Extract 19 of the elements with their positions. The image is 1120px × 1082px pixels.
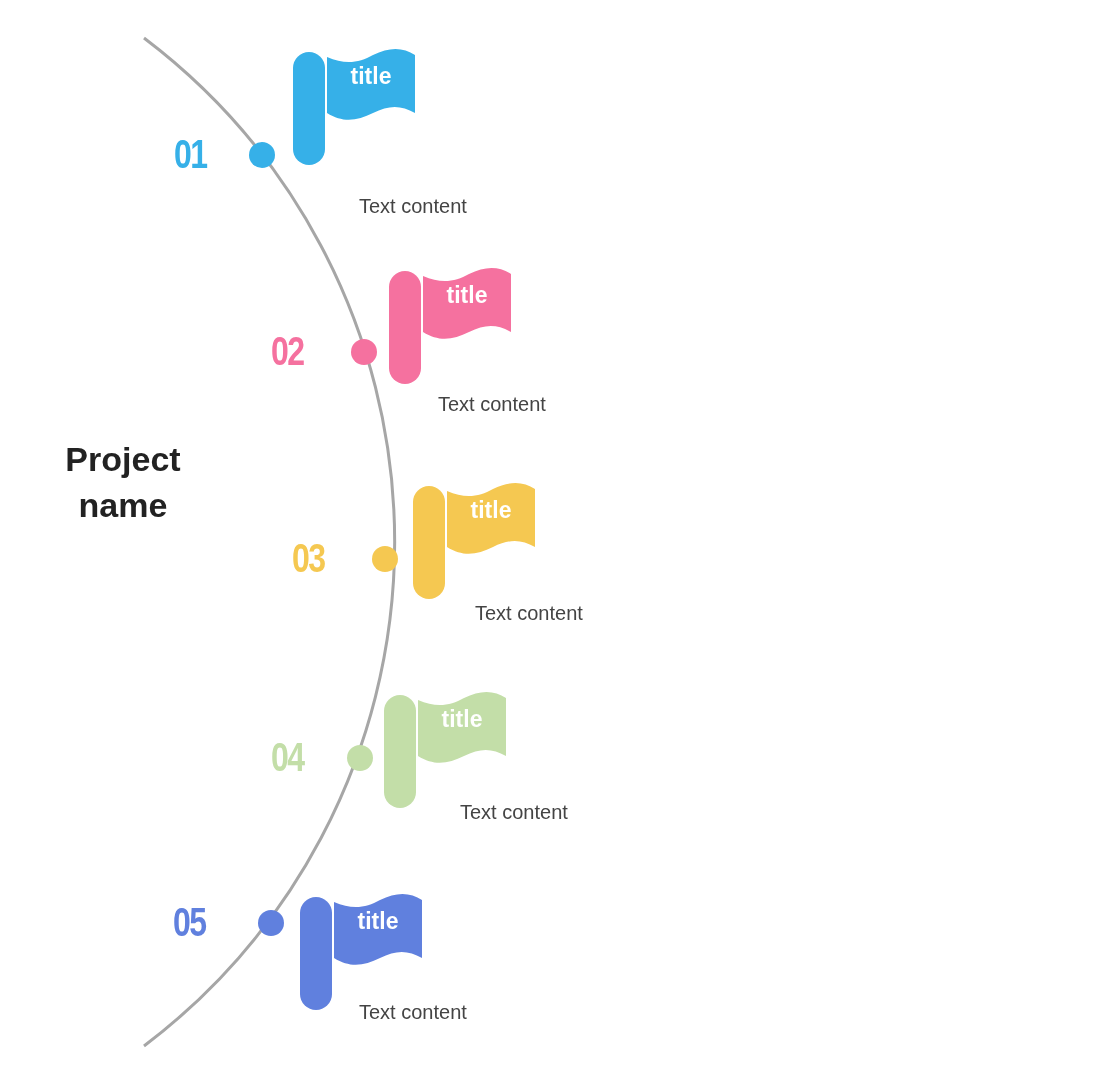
step-number: 05 <box>173 900 206 944</box>
description-text: Text content <box>359 1000 467 1024</box>
flag-title: title <box>350 63 392 89</box>
flag-title: title <box>470 497 512 523</box>
step-number: 01 <box>174 132 207 176</box>
flag-title: title <box>446 282 488 308</box>
flag <box>413 481 537 599</box>
flag-title: title <box>441 706 483 732</box>
step-number: 03 <box>292 536 325 580</box>
description-text: Text content <box>460 800 568 824</box>
description-text: Text content <box>438 392 546 416</box>
step-number: 02 <box>271 329 304 373</box>
project-title: Project name <box>64 439 182 526</box>
step-number: 04 <box>271 735 304 779</box>
flag <box>293 47 417 165</box>
description-text: Text content <box>359 194 467 218</box>
description-text: Text content <box>475 601 583 625</box>
flag <box>389 266 513 384</box>
flag-title: title <box>357 908 399 934</box>
